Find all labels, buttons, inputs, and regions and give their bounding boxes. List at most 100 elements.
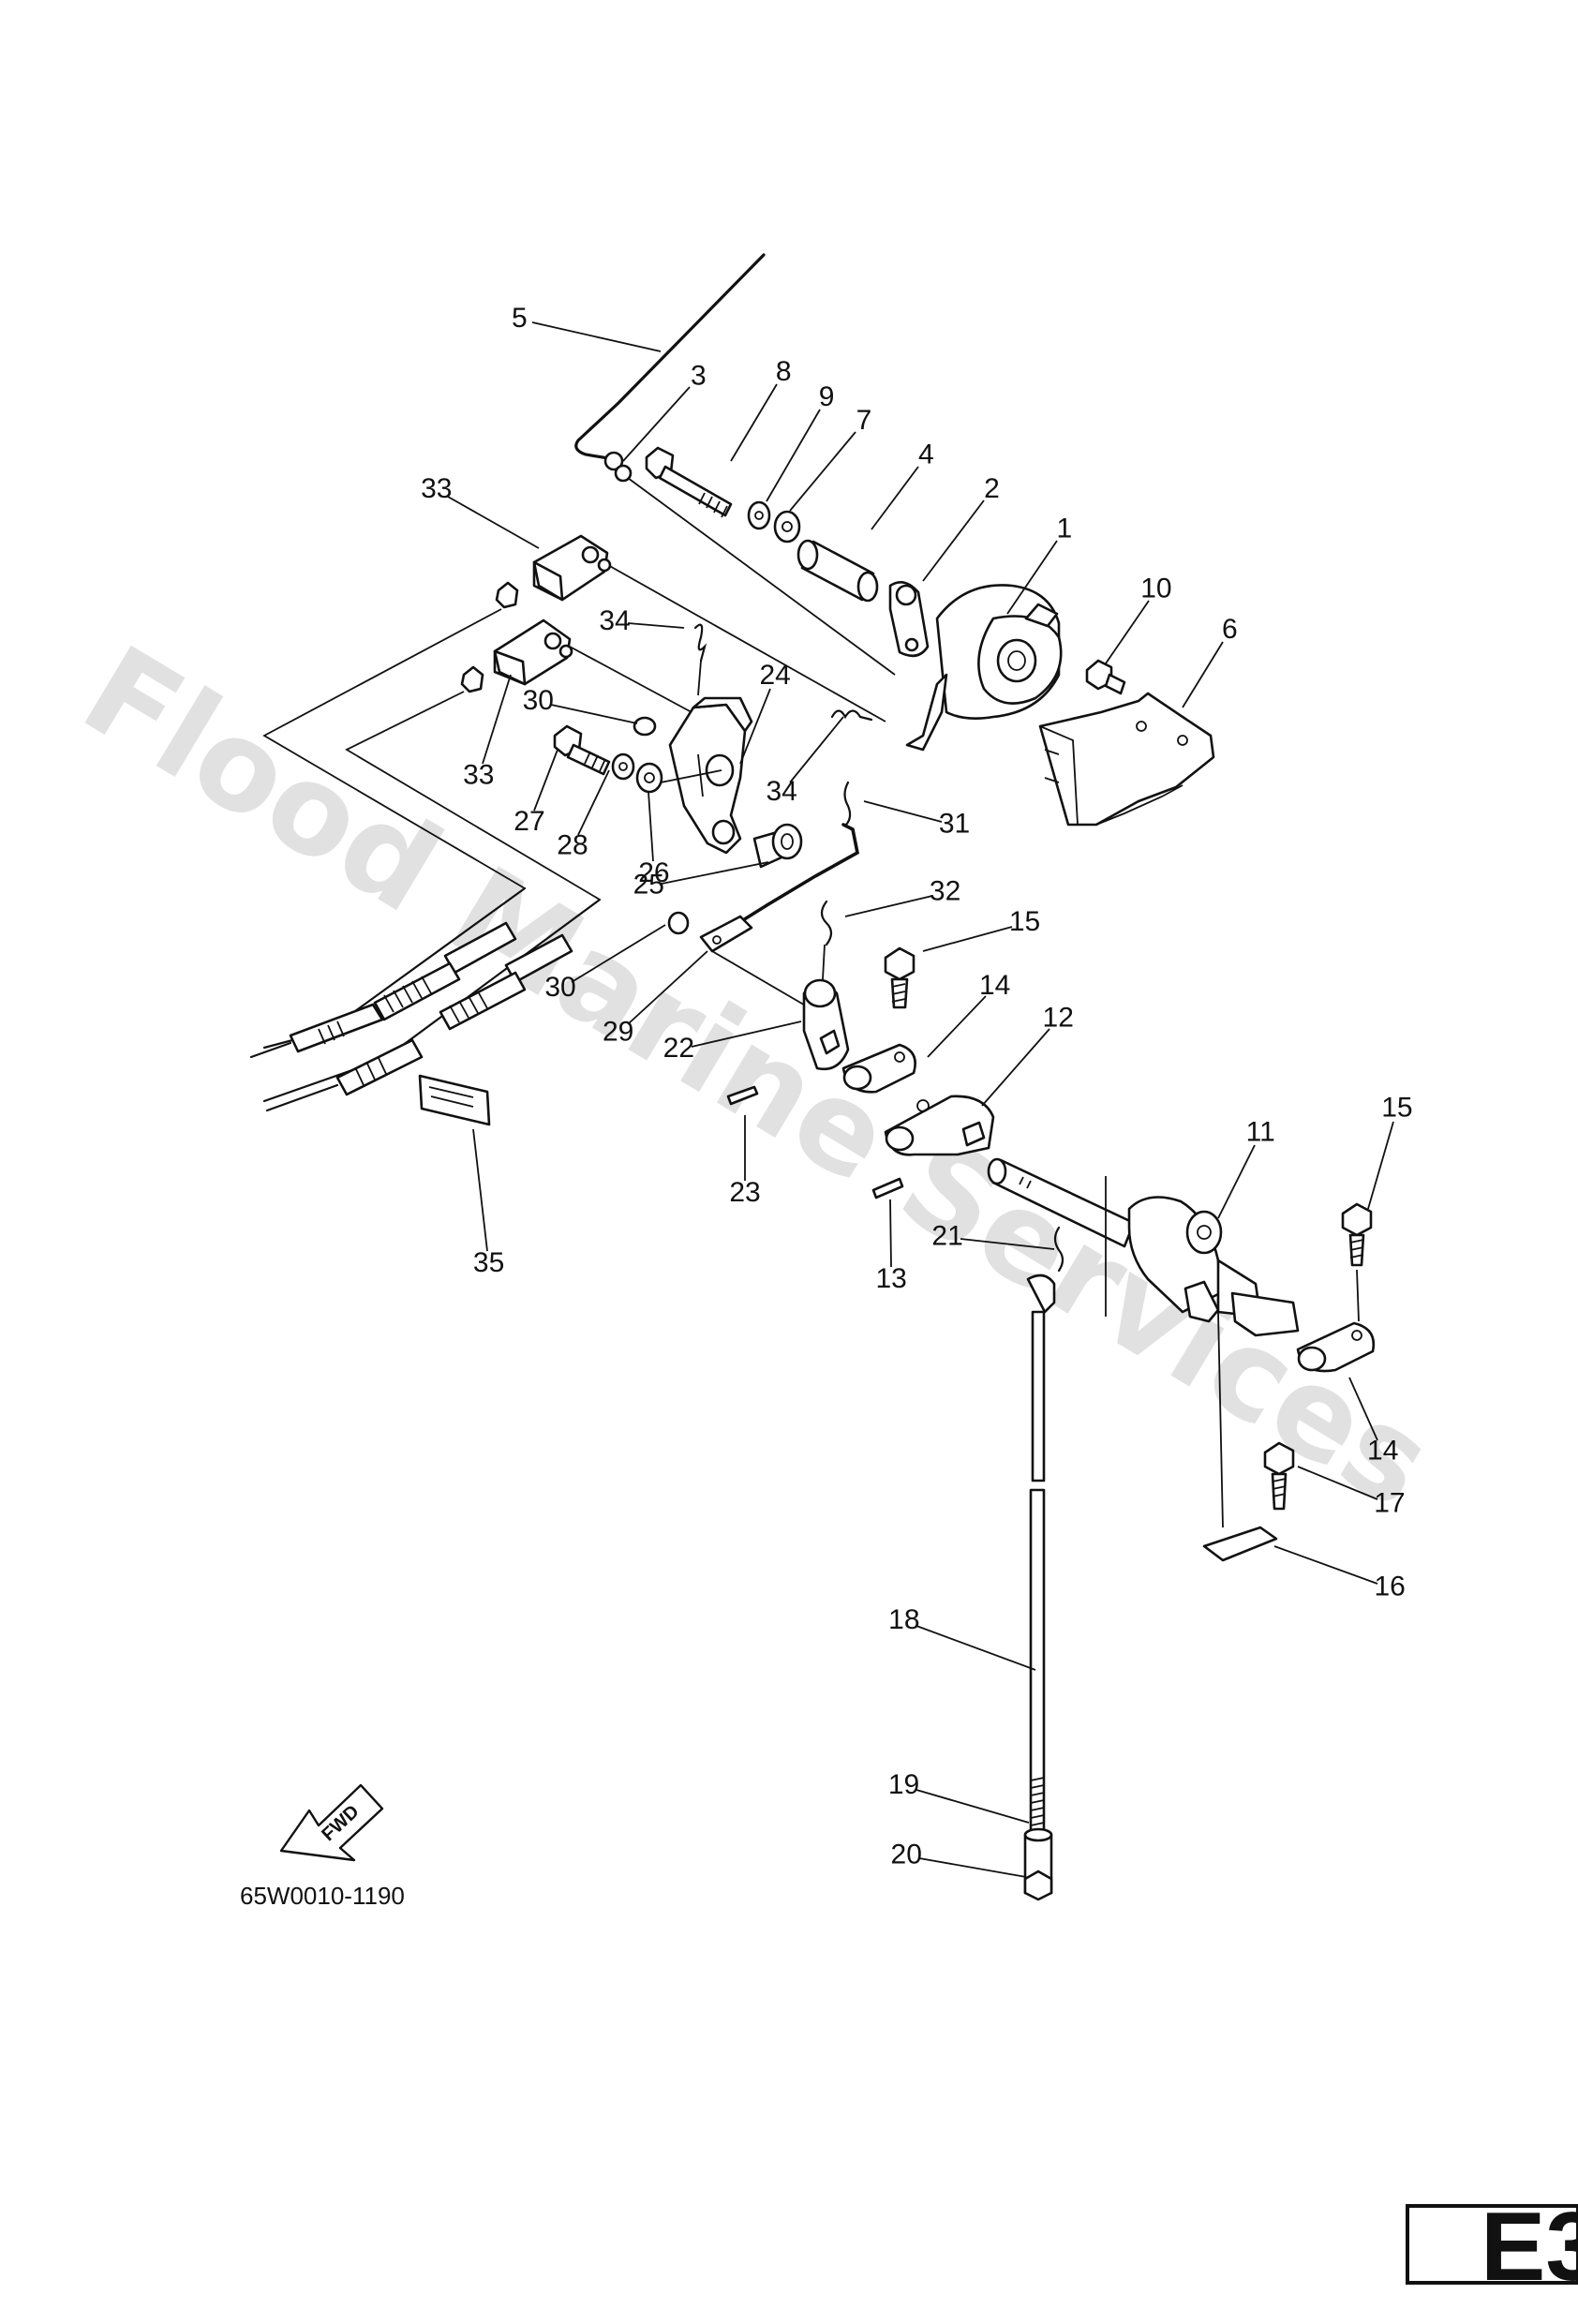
callout-number-c34b: 34 (766, 776, 796, 807)
part-4-sleeve (796, 539, 879, 603)
callout-number-c15b: 15 (1381, 1092, 1412, 1123)
callout-number-c23: 23 (729, 1177, 760, 1208)
callout-number-c26: 26 (638, 857, 669, 888)
callout-number-c20: 20 (891, 1840, 922, 1870)
callout-leader-c6 (1182, 641, 1224, 708)
watermark-text: Flood Marine Services (60, 618, 1455, 1536)
callout-leader-c21 (960, 1238, 1055, 1250)
callout-number-c17: 17 (1374, 1487, 1405, 1518)
callout-number-c8: 8 (776, 356, 792, 387)
callout-leader-c33a (447, 496, 540, 549)
callout-number-c30a: 30 (523, 685, 554, 716)
callout-leader-c15b (1367, 1121, 1394, 1210)
part-33b-joint (493, 618, 573, 686)
callout-number-c6: 6 (1222, 614, 1238, 645)
callout-number-c33b: 33 (463, 759, 494, 790)
callout-leader-c35 (472, 1128, 488, 1252)
part-24-lever (668, 696, 753, 855)
part-20-nut (1023, 1870, 1053, 1901)
callout-leader-c20 (918, 1857, 1027, 1878)
callout-leader-c13 (889, 1199, 892, 1268)
callout-number-c4: 4 (918, 439, 934, 470)
part-28-washer (611, 752, 635, 781)
part-9-washer (747, 500, 771, 530)
part-16-plate (1202, 1526, 1278, 1562)
part-7-washer (773, 510, 801, 544)
callout-number-c12: 12 (1043, 1002, 1074, 1033)
callout-leader-c3 (622, 386, 691, 462)
ref-line-16 (1217, 1311, 1224, 1528)
callout-leader-c34b (789, 716, 844, 783)
callout-leader-c5 (531, 321, 662, 352)
part-29-plate (699, 915, 753, 953)
callout-number-c10: 10 (1140, 573, 1171, 603)
part-5-rod (574, 253, 766, 461)
callout-number-c19: 19 (888, 1769, 919, 1800)
cable-upper (249, 886, 527, 1059)
callout-leader-c22 (691, 1020, 802, 1048)
part-8-bolt (645, 446, 733, 518)
part-32-clip (820, 900, 833, 946)
callout-leader-c18 (916, 1625, 1036, 1671)
watermark: Flood Marine Services (60, 618, 1455, 1536)
callout-number-c28: 28 (557, 830, 588, 861)
callout-number-c22: 22 (663, 1033, 694, 1064)
part-33a-joint (532, 534, 612, 602)
cable-frame-outer (262, 608, 526, 889)
link-line-33b (569, 646, 692, 713)
part-15b-bolt (1341, 1202, 1373, 1267)
cable-frame-inner (345, 691, 601, 901)
callout-leader-c14a (927, 995, 987, 1058)
part-25-bushing (752, 823, 803, 869)
part-34b-clip (830, 709, 873, 722)
part-18-rod (1026, 1274, 1056, 1834)
link-line-upper (627, 477, 896, 676)
callout-number-c29: 29 (603, 1016, 633, 1047)
callout-leader-c7 (789, 431, 856, 512)
section-badge-text: E3 (1481, 2193, 1578, 2302)
part-14a-clamp (841, 1043, 916, 1094)
callout-number-c32: 32 (930, 876, 960, 907)
fwd-arrow: FWD (279, 1783, 384, 1862)
callout-leader-c26 (648, 791, 654, 862)
link-line-33a (599, 559, 886, 723)
part-13-pin (871, 1177, 904, 1199)
part-2-lever (888, 581, 930, 658)
callout-leader-c10 (1105, 600, 1150, 664)
callout-number-c16: 16 (1374, 1572, 1405, 1602)
part-22-lever (802, 978, 850, 1071)
part-33b-nut (460, 665, 484, 693)
callout-leader-c15a (922, 926, 1013, 952)
part-15a-bolt (884, 946, 916, 1009)
callout-leader-c31 (863, 800, 943, 823)
callout-leader-c14b (1348, 1377, 1378, 1441)
callout-number-c35: 35 (473, 1247, 504, 1278)
callout-number-c14a: 14 (979, 970, 1010, 1001)
part-11-shaft (987, 1157, 1300, 1337)
part-12-arm (884, 1095, 995, 1156)
callout-number-c18: 18 (888, 1604, 919, 1635)
callout-number-c15a: 15 (1009, 906, 1040, 937)
callout-number-c7: 7 (856, 405, 872, 436)
part-27-bolt (553, 724, 611, 776)
callout-leader-c17 (1297, 1466, 1378, 1500)
callout-leader-c30b (571, 924, 666, 983)
callout-number-c34a: 34 (599, 605, 630, 636)
callout-leader-c30a (550, 704, 638, 724)
callout-number-c3: 3 (691, 361, 707, 392)
callout-leader-c29 (627, 950, 708, 1025)
callout-number-c14b: 14 (1367, 1436, 1398, 1467)
callout-leader-c34a (627, 622, 685, 629)
part-35-tag (418, 1074, 491, 1126)
callout-leader-c27 (533, 749, 558, 812)
callout-leader-c24 (739, 688, 771, 765)
part-17-bolt (1263, 1441, 1295, 1511)
part-31-rod (729, 823, 860, 930)
callout-leader-c11 (1217, 1144, 1256, 1219)
callout-number-c25: 25 (633, 870, 664, 901)
diagram-code: 65W0010-1190 (240, 1882, 405, 1910)
callout-number-c9: 9 (819, 381, 835, 412)
part-6-bracket (1038, 692, 1215, 827)
callout-leader-c19 (916, 1789, 1030, 1824)
